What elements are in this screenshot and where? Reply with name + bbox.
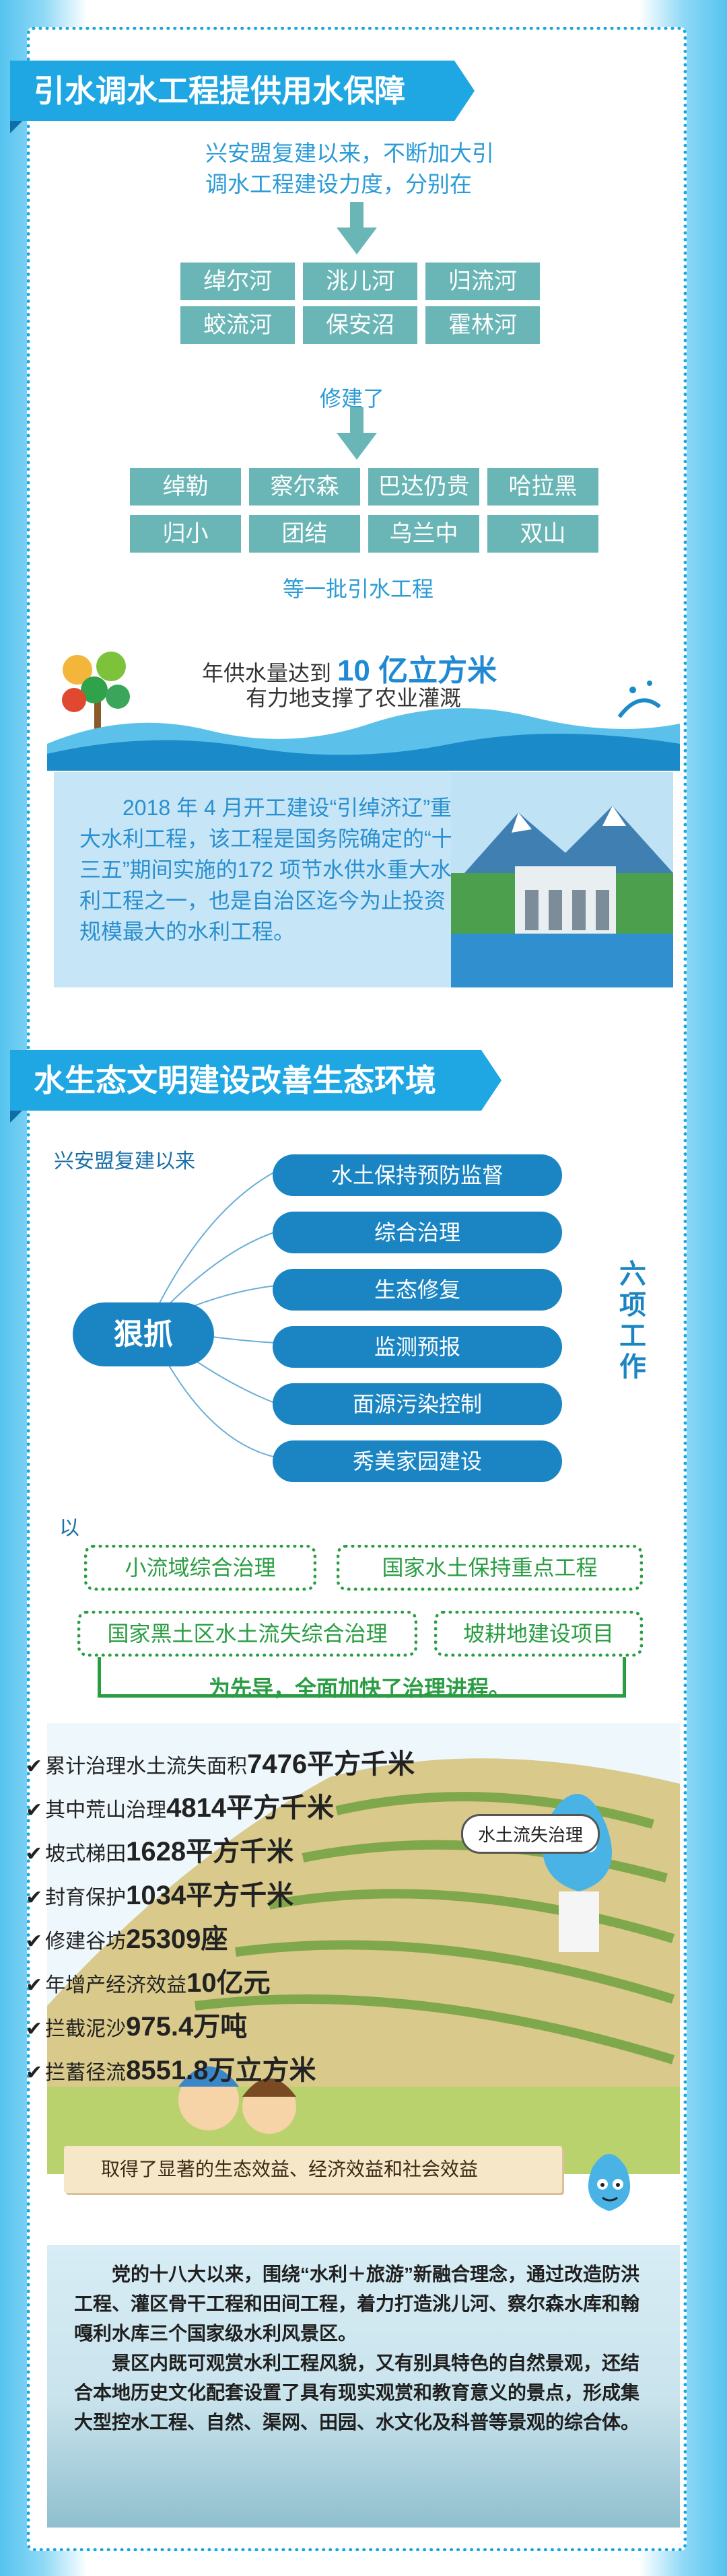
scenic-paragraph-box: 党的十八大以来，围绕“水利＋旅游”新融合理念，通过改造防洪工程、灌区骨干工程和田… [47,2245,680,2528]
stat-row: ✔其中荒山治理4814平方千米 [26,1793,335,1823]
river-box: 保安沼 [303,306,417,344]
stat-row: ✔坡式梯田1628平方千米 [26,1837,294,1867]
task-oval: 综合治理 [273,1212,562,1253]
pilot-label: 为先导，全面加快了治理进程。 [209,1676,511,1700]
terrace-illustration [47,1723,680,2174]
dam-illustration [451,772,673,987]
section1-title: 引水调水工程提供用水保障 [10,61,475,133]
project-box: 哈拉黑 [487,468,598,506]
project-box: 双山 [487,515,598,553]
benefit-banner: 取得了显著的生态效益、经济效益和社会效益 [64,2146,562,2193]
scenic-paragraph-1: 党的十八大以来，围绕“水利＋旅游”新融合理念，通过改造防洪工程、灌区骨干工程和田… [74,2264,640,2344]
kids-icon [178,2066,296,2134]
supply-text: 年供水量达到 10 亿立方米 [202,654,497,687]
stat-row: ✔封育保护1034平方千米 [26,1881,294,1910]
river-box: 绰尔河 [180,263,295,300]
project-box: 团结 [249,515,360,553]
water-wave-illustration [47,652,680,771]
project-paragraph-box: 2018 年 4 月开工建设“引绰济辽”重大水利工程，该工程是国务院确定的“十三… [54,772,673,987]
tree-icon [62,652,130,751]
program-box: 坡耕地建设项目 [434,1611,643,1657]
section2-title: 水生态文明建设改善生态环境 [10,1050,501,1123]
project-box: 乌兰中 [368,515,479,553]
stat-row: ✔修建谷坊25309座 [26,1924,228,1954]
river-box: 洮儿河 [303,263,417,300]
task-oval: 水土保持预防监督 [273,1154,562,1196]
task-oval: 秀美家园建设 [273,1440,562,1482]
down-arrow-icon [337,407,377,461]
stat-row: ✔年增产经济效益10亿元 [26,1968,271,1998]
task-oval: 面源污染控制 [273,1383,562,1425]
etc-label: 等一批引水工程 [283,577,434,601]
program-box: 小流域综合治理 [84,1545,316,1591]
project-box: 察尔森 [249,468,360,506]
river-box: 蛟流河 [180,306,295,344]
stat-row: ✔累计治理水土流失面积7476平方千米 [26,1749,415,1779]
task-oval: 生态修复 [273,1269,562,1311]
project-box: 巴达仍贵 [368,468,479,506]
scenic-paragraph-2: 景区内既可观赏水利工程风貌，又有别具特色的自然景观，还结合本地历史文化配套设置了… [74,2353,640,2433]
six-tasks-label: 六项工作 [619,1259,646,1382]
supply-line2: 有力地支撑了农业灌溉 [246,686,462,710]
program-box: 国家黑土区水土流失综合治理 [77,1611,417,1657]
with-label: 以 [59,1517,79,1539]
stat-row: ✔拦蓄径流8551.8万立方米 [26,2056,316,2085]
river-box: 霍林河 [425,306,540,344]
since-label: 兴安盟复建以来 [54,1150,195,1173]
sign-label: 水土流失治理 [461,1814,600,1854]
project-box: 绰勒 [130,468,241,506]
project-box: 归小 [130,515,241,553]
built-label: 修建了 [320,386,385,411]
section1-intro: 兴安盟复建以来，不断加大引 调水工程建设力度，分别在 [205,141,494,197]
program-box: 国家水土保持重点工程 [337,1545,643,1591]
river-box: 归流河 [425,263,540,300]
stat-row: ✔拦截泥沙975.4万吨 [26,2012,248,2042]
program-bracket [98,1657,626,1698]
task-oval: 监测预报 [273,1326,562,1368]
focus-oval: 狠抓 [73,1302,214,1366]
down-arrow-icon [337,202,377,256]
mascot-small-icon [588,2154,631,2211]
